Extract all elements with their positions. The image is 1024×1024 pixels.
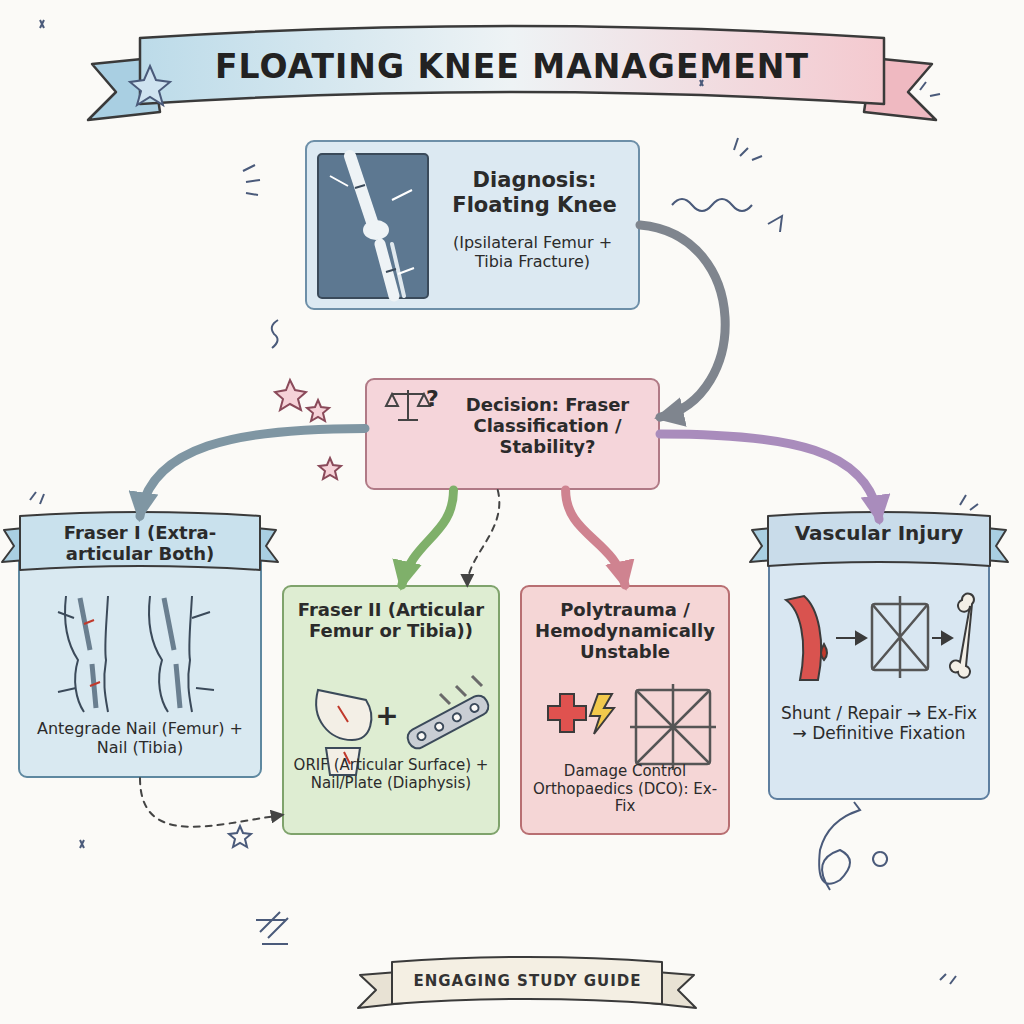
node-heading: Diagnosis: Floating Knee [442, 168, 627, 217]
sparkle-doodle [307, 400, 329, 421]
caption-ribbon [650, 972, 696, 1008]
sparkle-doodle [672, 199, 752, 211]
node-body: (Ipsilateral Femur + Tibia Fracture) [435, 234, 630, 271]
node-body: Antegrade Nail (Femur) + Nail (Tibia) [30, 720, 250, 757]
title-text: FLOATING KNEE MANAGEMENT [150, 48, 874, 87]
title-ribbon [864, 58, 936, 120]
node-heading: Fraser II (Articular Femur or Tibia)) [292, 599, 490, 641]
sparkle-doodle [734, 138, 762, 160]
caption-ribbon [358, 957, 696, 1008]
sparkle-doodle [130, 66, 170, 105]
decision-box: Decision: Fraser Classification / Stabil… [365, 378, 660, 490]
sparkle-doodle [275, 380, 306, 410]
node-heading: Polytrauma / Hemodynamically Unstable [528, 599, 722, 662]
node-body: Shunt / Repair → Ex-Fix → Definitive Fix… [780, 704, 978, 744]
caption-ribbon [358, 972, 404, 1008]
node-heading: Decision: Fraser Classification / Stabil… [445, 394, 650, 457]
node-heading: Vascular Injury [778, 522, 980, 545]
node-heading: Fraser I (Extra-articular Both) [30, 522, 250, 564]
sparkle-doodle [30, 492, 44, 504]
title-ribbon [140, 26, 884, 104]
flow-arrow [402, 490, 454, 585]
sparkle-doodle [920, 82, 940, 96]
caption-ribbon [392, 957, 662, 1004]
sparkle-doodle [243, 165, 260, 195]
flow-arrow [566, 490, 625, 585]
flow-arrow [660, 434, 879, 519]
dashed-arrow [140, 778, 282, 827]
sparkle-doodle [272, 320, 278, 348]
polytrauma-box: Polytrauma / Hemodynamically UnstableDam… [520, 585, 730, 835]
sparkle-doodle [30, 20, 978, 984]
node-body: ORIF (Articular Surface) + Nail/Plate (D… [292, 757, 490, 792]
sparkle-doodle [256, 912, 288, 944]
dashed-arrow [467, 490, 499, 585]
node-body: Damage Control Orthopaedics (DCO): Ex-Fi… [530, 763, 720, 816]
vascular-box: Vascular InjuryShunt / Repair → Ex-Fix →… [768, 530, 990, 800]
title-ribbon [88, 58, 160, 120]
flow-arrow [140, 428, 365, 516]
sparkle-doodle [319, 458, 341, 479]
question-mark: ? [426, 386, 450, 412]
sparkle-doodle [940, 974, 956, 984]
sparkle-doodle [80, 840, 84, 848]
sparkle-doodle [229, 826, 251, 847]
sparkle-doodle [960, 495, 978, 510]
caption-text: ENGAGING STUDY GUIDE [400, 973, 655, 991]
title-ribbon [88, 26, 936, 120]
diagnosis-box: Diagnosis: Floating Knee (Ipsilateral Fem… [305, 140, 640, 310]
sparkle-doodle [40, 20, 44, 28]
sparkle-doodle [873, 852, 887, 866]
sparkle-doodle [819, 802, 860, 890]
plus-sign: + [372, 700, 402, 733]
fraser-i-box: Fraser I (Extra-articular Both)Antegrade… [18, 540, 262, 778]
sparkle-doodle [768, 216, 782, 232]
